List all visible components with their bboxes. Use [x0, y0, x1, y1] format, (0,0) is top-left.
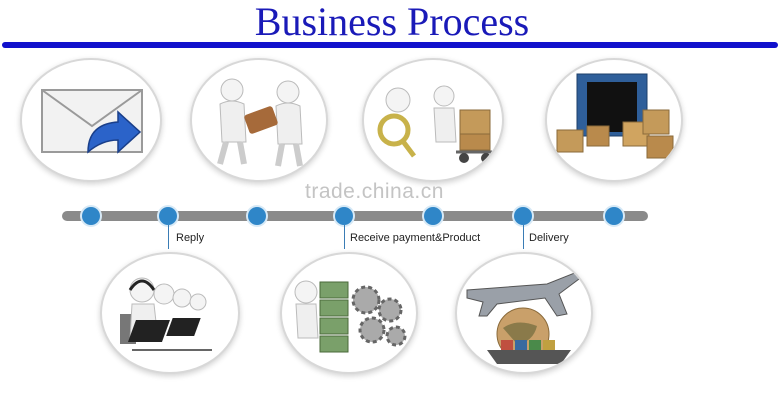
negotiation-handshake-icon: [190, 58, 328, 182]
container-loading-icon: [545, 58, 683, 182]
timeline-node-1: [82, 207, 100, 225]
inquiry-email-icon: [20, 58, 162, 182]
step-label-delivery: Delivery: [529, 232, 569, 244]
delivery-connector: [523, 225, 524, 249]
inspection-cart-icon: [362, 58, 504, 182]
timeline-node-2: [159, 207, 177, 225]
timeline-node-3: [248, 207, 266, 225]
customer-service-icon: [100, 252, 240, 374]
timeline-node-4: [335, 207, 353, 225]
payment-production-icon: [280, 252, 418, 374]
watermark: trade.china.cn: [305, 180, 444, 203]
title-underline: [2, 42, 778, 48]
step-label-reply: Reply: [176, 232, 205, 244]
process-timeline: [62, 211, 648, 221]
timeline-node-5: [424, 207, 442, 225]
page-title: Business Process: [254, 0, 530, 44]
global-shipping-icon: [455, 252, 593, 374]
payment-connector: [344, 225, 345, 249]
step-label-payment: Receive payment&Product: [350, 232, 481, 244]
reply-connector: [168, 225, 169, 249]
timeline-node-7: [605, 207, 623, 225]
timeline-node-6: [514, 207, 532, 225]
